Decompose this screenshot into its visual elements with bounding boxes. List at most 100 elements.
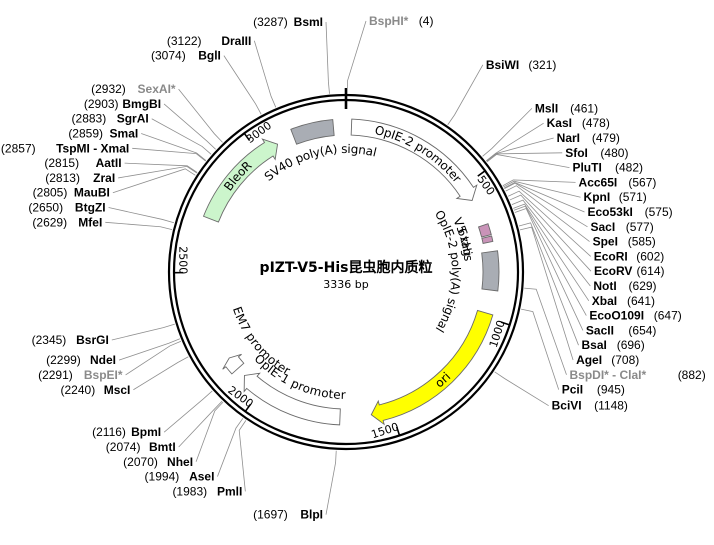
site-maubi[interactable]: MauBI(2805) bbox=[33, 186, 110, 200]
site-position: (2883) bbox=[72, 112, 107, 126]
site-name: MauBI bbox=[74, 186, 110, 200]
site-blpi[interactable]: BlpI(1697) bbox=[253, 508, 323, 522]
site-name: SfoI bbox=[565, 146, 588, 160]
site-position: (2932) bbox=[91, 82, 126, 96]
feature-ori bbox=[370, 309, 494, 426]
tick-mark bbox=[243, 132, 251, 142]
site-bsiwi[interactable]: BsiWI(321) bbox=[486, 58, 557, 72]
site-name: SacI bbox=[591, 220, 616, 234]
tick-label: 1500 bbox=[370, 420, 401, 441]
site-name: KpnI bbox=[584, 190, 611, 204]
site-btgzi[interactable]: BtgZI(2650) bbox=[28, 201, 105, 215]
site-leader-line bbox=[118, 338, 181, 361]
site-leader-line bbox=[163, 390, 213, 433]
site-position: (2813) bbox=[45, 171, 80, 185]
feature-label-text: OpIE-2 promoter bbox=[374, 123, 465, 185]
feature-opie-2-promoter bbox=[350, 118, 478, 201]
site-asei[interactable]: AseI(1994) bbox=[145, 470, 215, 484]
site-leader-line bbox=[111, 323, 175, 341]
site-name: PmlI bbox=[217, 484, 242, 498]
site-bspdi-clai[interactable]: BspDI* - ClaI*(882) bbox=[569, 368, 705, 382]
site-bsmi[interactable]: BsmI(3287) bbox=[253, 15, 323, 29]
site-sexai[interactable]: SexAI*(2932) bbox=[91, 82, 176, 96]
site-pluti[interactable]: PluTI (482) bbox=[572, 161, 643, 175]
site-ecori[interactable]: EcoRI(602) bbox=[594, 249, 665, 263]
site-sfoi[interactable]: SfoI(480) bbox=[565, 146, 628, 160]
site-leader-line bbox=[521, 308, 560, 390]
plasmid-length: 3336 bp bbox=[323, 278, 368, 291]
site-name: BmgBI bbox=[122, 97, 161, 111]
site-leader-line bbox=[132, 147, 206, 162]
site-name: KasI bbox=[547, 116, 572, 130]
site-spei[interactable]: SpeI (585) bbox=[593, 235, 656, 249]
site-position: (945) bbox=[597, 383, 625, 397]
tick-mark bbox=[500, 321, 510, 326]
site-bmgbi[interactable]: BmgBI(2903) bbox=[84, 97, 161, 111]
site-position: (2299) bbox=[46, 353, 81, 367]
site-xbai[interactable]: XbaI(641) bbox=[592, 294, 655, 308]
site-name: PluTI bbox=[572, 161, 601, 175]
site-bcivi[interactable]: BciVI (1148) bbox=[552, 399, 628, 413]
site-position: (479) bbox=[592, 131, 620, 145]
site-name: BlpI bbox=[300, 508, 323, 522]
site-nari[interactable]: NarI(479) bbox=[557, 131, 620, 145]
site-pmli[interactable]: PmlI(1983) bbox=[172, 484, 242, 498]
site-name: XbaI bbox=[592, 294, 617, 308]
site-msci[interactable]: MscI(2240) bbox=[61, 383, 131, 397]
site-bsrgi[interactable]: BsrGI (2345) bbox=[32, 333, 109, 347]
site-kpni[interactable]: KpnI(571) bbox=[584, 190, 647, 204]
site-name: BsrGI bbox=[76, 333, 109, 347]
site-position: (585) bbox=[628, 235, 656, 249]
site-position: (482) bbox=[615, 161, 643, 175]
site-name: BciVI bbox=[552, 399, 582, 413]
site-leader-line bbox=[217, 418, 244, 477]
site-noti[interactable]: NotI(629) bbox=[593, 279, 656, 293]
site-name: BpmI bbox=[131, 425, 161, 439]
site-name: ZraI bbox=[93, 171, 115, 185]
site-aatii[interactable]: AatII(2815) bbox=[44, 156, 121, 170]
site-position: (654) bbox=[628, 323, 656, 337]
site-position: (1148) bbox=[594, 399, 628, 413]
site-bsai[interactable]: BsaI(696) bbox=[582, 338, 645, 352]
site-kasi[interactable]: KasI (478) bbox=[547, 116, 610, 130]
site-sacii[interactable]: SacII(654) bbox=[586, 323, 657, 337]
feature-6xhis bbox=[481, 235, 494, 244]
site-leader-line bbox=[486, 137, 554, 162]
site-leader-line bbox=[509, 194, 592, 272]
site-position: (3287) bbox=[253, 15, 288, 29]
site-saci[interactable]: SacI(577) bbox=[591, 220, 654, 234]
site-ecoo109i[interactable]: EcoO109I(647) bbox=[589, 309, 681, 323]
site-position: (2859) bbox=[68, 127, 103, 141]
site-ndei[interactable]: NdeI(2299) bbox=[46, 353, 116, 367]
site-mfei[interactable]: MfeI(2629) bbox=[32, 215, 102, 229]
site-name: SpeI bbox=[593, 235, 618, 249]
site-position: (478) bbox=[582, 116, 610, 130]
site-position: (2345) bbox=[32, 333, 67, 347]
site-ecorv[interactable]: EcoRV(614) bbox=[594, 264, 665, 278]
site-bsphi[interactable]: BspHI*(4) bbox=[369, 14, 433, 28]
site-draiii[interactable]: DraIII(3122) bbox=[167, 34, 251, 48]
site-bspei[interactable]: BspEI*(2291) bbox=[38, 368, 123, 382]
feature-opie-1-promoter bbox=[243, 372, 341, 426]
site-name: BtgZI bbox=[75, 201, 106, 215]
site-zrai[interactable]: ZraI (2813) bbox=[45, 171, 115, 185]
site-msli[interactable]: MslI(461) bbox=[535, 101, 598, 115]
site-nhei[interactable]: NheI(2070) bbox=[123, 455, 193, 469]
site-bgli[interactable]: BglI(3074) bbox=[151, 49, 221, 63]
site-tspmi-xmai[interactable]: TspMI - XmaI(2857) bbox=[1, 141, 129, 155]
site-eco53ki[interactable]: Eco53kI(575) bbox=[588, 205, 673, 219]
site-agei[interactable]: AgeI(708) bbox=[576, 353, 639, 367]
site-leader-line bbox=[503, 180, 581, 198]
feature-label-opie-2-promoter: OpIE-2 promoter bbox=[374, 123, 465, 185]
site-bpmi[interactable]: BpmI(2116) bbox=[92, 425, 161, 439]
site-name: BsiWI bbox=[486, 58, 519, 72]
site-sgrai[interactable]: SgrAI(2883) bbox=[72, 112, 149, 126]
site-smai[interactable]: SmaI(2859) bbox=[68, 127, 138, 141]
site-name: BsaI bbox=[582, 338, 607, 352]
site-pcii[interactable]: PciI(945) bbox=[562, 383, 625, 397]
site-bmti[interactable]: BmtI(2074) bbox=[106, 440, 176, 454]
site-position: (2070) bbox=[123, 455, 158, 469]
site-leader-line bbox=[513, 203, 590, 302]
site-acc65i[interactable]: Acc65I(567) bbox=[579, 175, 657, 189]
